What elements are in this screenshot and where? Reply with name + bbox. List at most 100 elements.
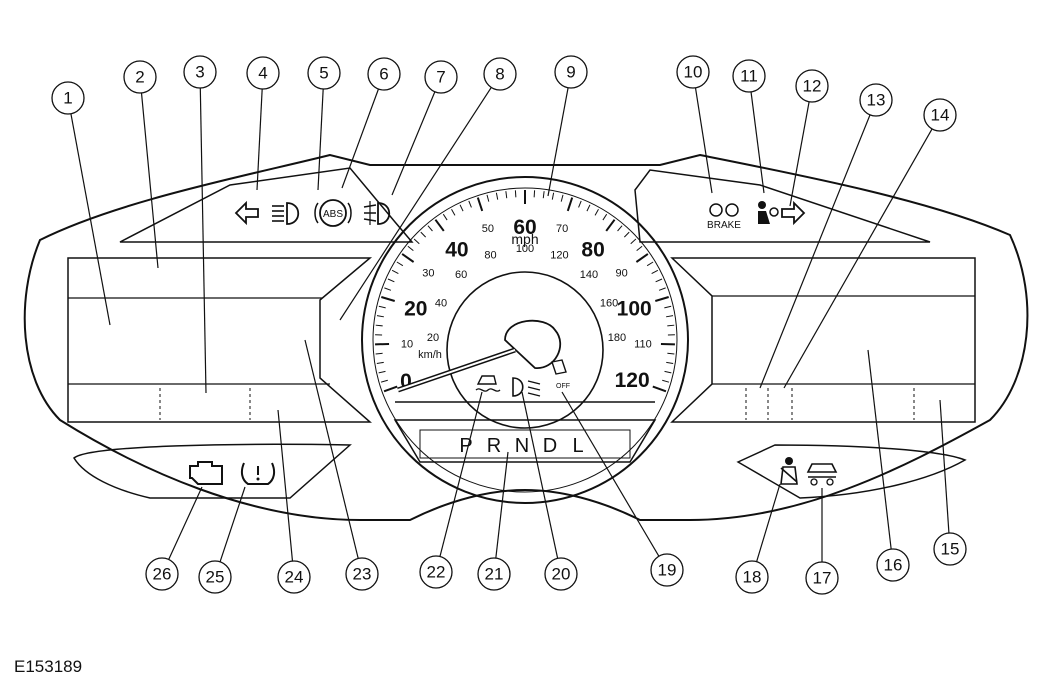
callout-leader bbox=[278, 410, 292, 561]
tick-mark bbox=[664, 306, 671, 308]
callout-number: 21 bbox=[485, 565, 504, 584]
tick-mark bbox=[606, 220, 614, 231]
callout-number: 12 bbox=[803, 77, 822, 96]
callout-number: 25 bbox=[206, 568, 225, 587]
tick-mark bbox=[377, 362, 384, 363]
callout-number: 19 bbox=[658, 561, 677, 580]
callout-leader bbox=[760, 115, 870, 388]
tick-mark bbox=[647, 262, 653, 266]
callout-number: 22 bbox=[427, 563, 446, 582]
mph-minor-label: 30 bbox=[422, 267, 434, 279]
kmh-label: 180 bbox=[608, 332, 626, 344]
callout-number: 26 bbox=[153, 565, 172, 584]
abs-text: ABS bbox=[323, 209, 343, 220]
traction-off-icon: OFF bbox=[552, 360, 570, 390]
tick-mark bbox=[587, 205, 590, 211]
tick-mark bbox=[653, 387, 666, 392]
tick-mark bbox=[402, 254, 413, 262]
callout-leader bbox=[440, 392, 482, 556]
tick-mark bbox=[618, 226, 623, 231]
mph-major-label: 80 bbox=[581, 239, 604, 262]
right-arrow-icon bbox=[782, 203, 804, 223]
tick-mark bbox=[435, 220, 443, 231]
left-indicator-pod bbox=[120, 168, 412, 242]
callout-number: 4 bbox=[258, 64, 267, 83]
callout-number: 16 bbox=[884, 556, 903, 575]
tick-mark bbox=[452, 209, 455, 215]
mph-minor-label: 110 bbox=[634, 338, 652, 350]
tick-mark bbox=[652, 270, 658, 273]
tick-mark bbox=[384, 288, 391, 290]
tick-mark bbox=[568, 198, 572, 211]
callout-leader bbox=[940, 400, 949, 533]
abs-icon: ABS bbox=[315, 200, 351, 226]
callout-number: 3 bbox=[195, 63, 204, 82]
tick-mark bbox=[478, 198, 482, 211]
callout-leader bbox=[790, 102, 809, 206]
tick-mark bbox=[506, 191, 507, 198]
tick-mark bbox=[552, 193, 553, 200]
tick-mark bbox=[377, 316, 384, 317]
tick-mark bbox=[636, 254, 647, 262]
tick-mark bbox=[460, 205, 463, 211]
tick-mark bbox=[496, 193, 497, 200]
callout-leader bbox=[751, 92, 764, 193]
mph-unit-label: mph bbox=[511, 231, 538, 247]
check-engine-icon bbox=[190, 462, 222, 484]
tick-mark bbox=[543, 191, 544, 198]
tick-mark bbox=[659, 288, 666, 290]
mph-major-label: 20 bbox=[404, 297, 427, 320]
callout-number: 1 bbox=[63, 89, 72, 108]
callout-leader bbox=[868, 350, 891, 549]
tick-mark bbox=[469, 201, 472, 207]
kmh-label: 60 bbox=[455, 269, 467, 281]
right-display-panel bbox=[672, 258, 975, 422]
traction-off-text: OFF bbox=[556, 383, 570, 390]
callout-leader bbox=[318, 89, 323, 190]
tick-mark bbox=[666, 316, 673, 317]
callout-leader bbox=[392, 92, 435, 195]
mph-minor-label: 50 bbox=[482, 223, 494, 235]
callout-number: 6 bbox=[379, 65, 388, 84]
callout-number: 11 bbox=[740, 67, 758, 86]
high-beam-icon bbox=[272, 203, 298, 224]
brake-text: BRAKE bbox=[707, 220, 741, 231]
brake-warning-icon: BRAKE bbox=[707, 204, 741, 231]
gear-r: R bbox=[487, 435, 501, 457]
kmh-label: 140 bbox=[580, 269, 598, 281]
gear-n: N bbox=[515, 435, 529, 457]
tick-mark bbox=[655, 297, 668, 301]
callout-leader bbox=[71, 114, 110, 325]
callout-leader bbox=[200, 88, 206, 393]
tick-mark bbox=[637, 246, 642, 250]
callout-number: 20 bbox=[552, 565, 571, 584]
tick-mark bbox=[421, 232, 426, 237]
kmh-label: 40 bbox=[435, 298, 447, 310]
mph-minor-label: 90 bbox=[616, 267, 628, 279]
callout-leader bbox=[342, 89, 378, 188]
tick-mark bbox=[408, 246, 413, 250]
mph-minor-label: 70 bbox=[556, 223, 568, 235]
figure-id: E153189 bbox=[14, 657, 82, 676]
gear-d: D bbox=[543, 435, 557, 457]
tick-mark bbox=[487, 195, 489, 202]
front-fog-icon bbox=[364, 201, 389, 225]
passenger-airbag-icon bbox=[808, 464, 836, 485]
callout-number: 10 bbox=[684, 63, 703, 82]
callout-number: 5 bbox=[319, 64, 328, 83]
kmh-label: 120 bbox=[550, 250, 568, 262]
callout-leader bbox=[562, 392, 659, 556]
tick-mark bbox=[665, 371, 672, 373]
tick-mark bbox=[376, 325, 383, 326]
tick-mark bbox=[379, 306, 386, 308]
callout-number: 13 bbox=[867, 91, 886, 110]
tick-mark bbox=[579, 201, 582, 207]
callout-number: 18 bbox=[743, 568, 762, 587]
callout-number: 24 bbox=[285, 568, 304, 587]
callout-number: 2 bbox=[135, 68, 144, 87]
kmh-label: 160 bbox=[600, 298, 618, 310]
tick-mark bbox=[428, 226, 433, 231]
mph-major-label: 40 bbox=[445, 239, 468, 262]
callout-leader bbox=[496, 452, 508, 558]
